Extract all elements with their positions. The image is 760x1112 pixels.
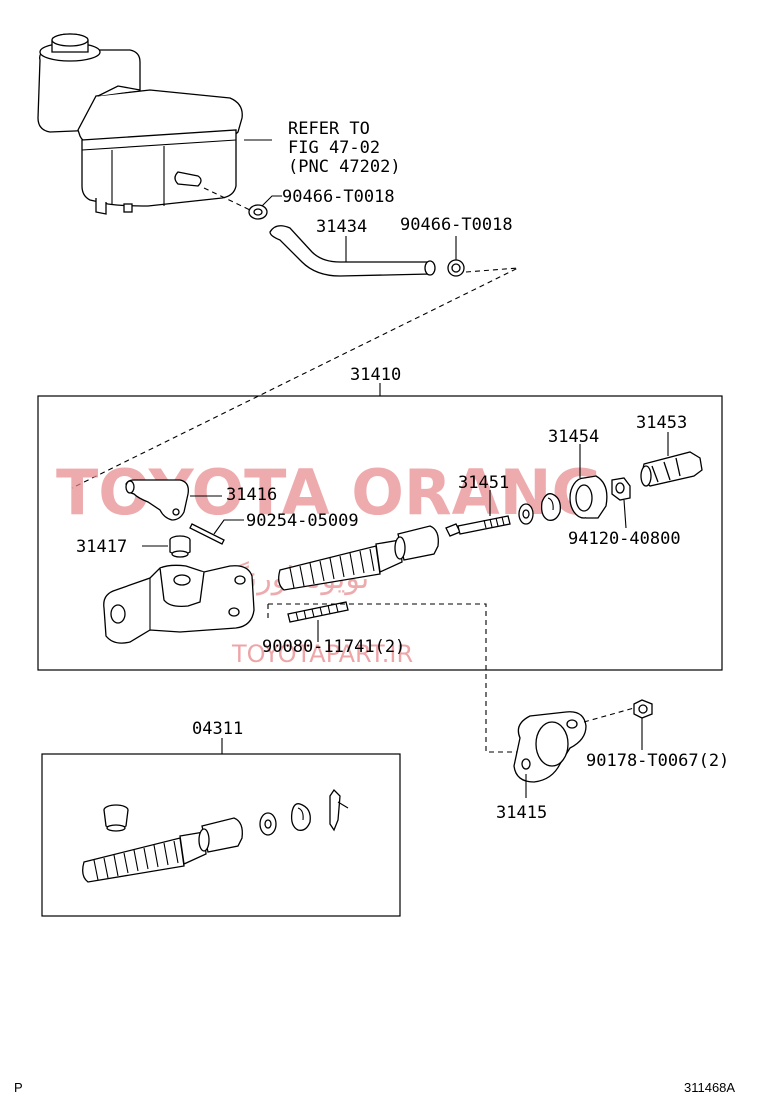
label-clamp-right: 90466-T0018: [400, 215, 513, 235]
snap-ring: [540, 493, 561, 521]
washer: [518, 503, 534, 525]
label-union: 31416: [226, 485, 277, 505]
watermark-site: TOYOTAPART.IR: [231, 640, 413, 668]
hose-clamp-right: [447, 259, 465, 277]
master-cylinder-body: [103, 564, 255, 644]
gasket: [513, 711, 587, 783]
label-gasket: 31415: [496, 803, 547, 823]
spring-pin: [189, 523, 225, 545]
push-rod: [445, 515, 511, 537]
union-fitting: [125, 479, 189, 521]
gasket-connection-line: [583, 707, 635, 723]
reference-line-3: (PNC 47202): [288, 157, 401, 177]
kit-washer: [259, 812, 277, 836]
reference-line-2: FIG 47-02: [288, 138, 380, 158]
label-cylinder-assy: 31410: [350, 365, 401, 385]
clevis: [640, 451, 703, 487]
stud-connection-line: [267, 603, 548, 753]
hose-connection-line: [71, 267, 519, 489]
label-push-rod: 31451: [458, 473, 509, 493]
hex-nut: [611, 477, 631, 501]
hose-clamp-upper: [248, 204, 268, 220]
label-flange-nut: 90178-T0067(2): [586, 751, 729, 771]
figure-number: 311468A: [684, 1080, 735, 1095]
label-clamp-upper: 90466-T0018: [282, 187, 395, 207]
kit-snap-ring: [290, 803, 311, 831]
label-clevis: 31453: [636, 413, 687, 433]
grommet: [169, 535, 191, 558]
label-stud-bolt: 90080-11741(2): [262, 637, 405, 657]
label-pin: 90254-05009: [246, 511, 359, 531]
label-repair-kit: 04311: [192, 719, 243, 739]
flange-nut: [633, 699, 653, 719]
reference-line-1: REFER TO: [288, 119, 370, 139]
label-nut: 94120-40800: [568, 529, 681, 549]
label-boot: 31454: [548, 427, 599, 447]
stud-bolt: [287, 601, 349, 623]
piston-and-spring: [278, 525, 439, 591]
label-grommet: 31417: [76, 537, 127, 557]
reservoir-tank-illustration: [37, 33, 243, 215]
kit-cotter-pin: [329, 788, 349, 832]
reservoir-hose: [269, 225, 436, 277]
footer-left-code: P: [14, 1080, 23, 1095]
repair-kit-box: [41, 753, 401, 917]
boot: [569, 475, 608, 519]
label-hose: 31434: [316, 217, 367, 237]
kit-grommet: [103, 804, 129, 832]
cylinder-assembly-box: [37, 395, 723, 671]
kit-piston-and-spring: [82, 817, 243, 883]
